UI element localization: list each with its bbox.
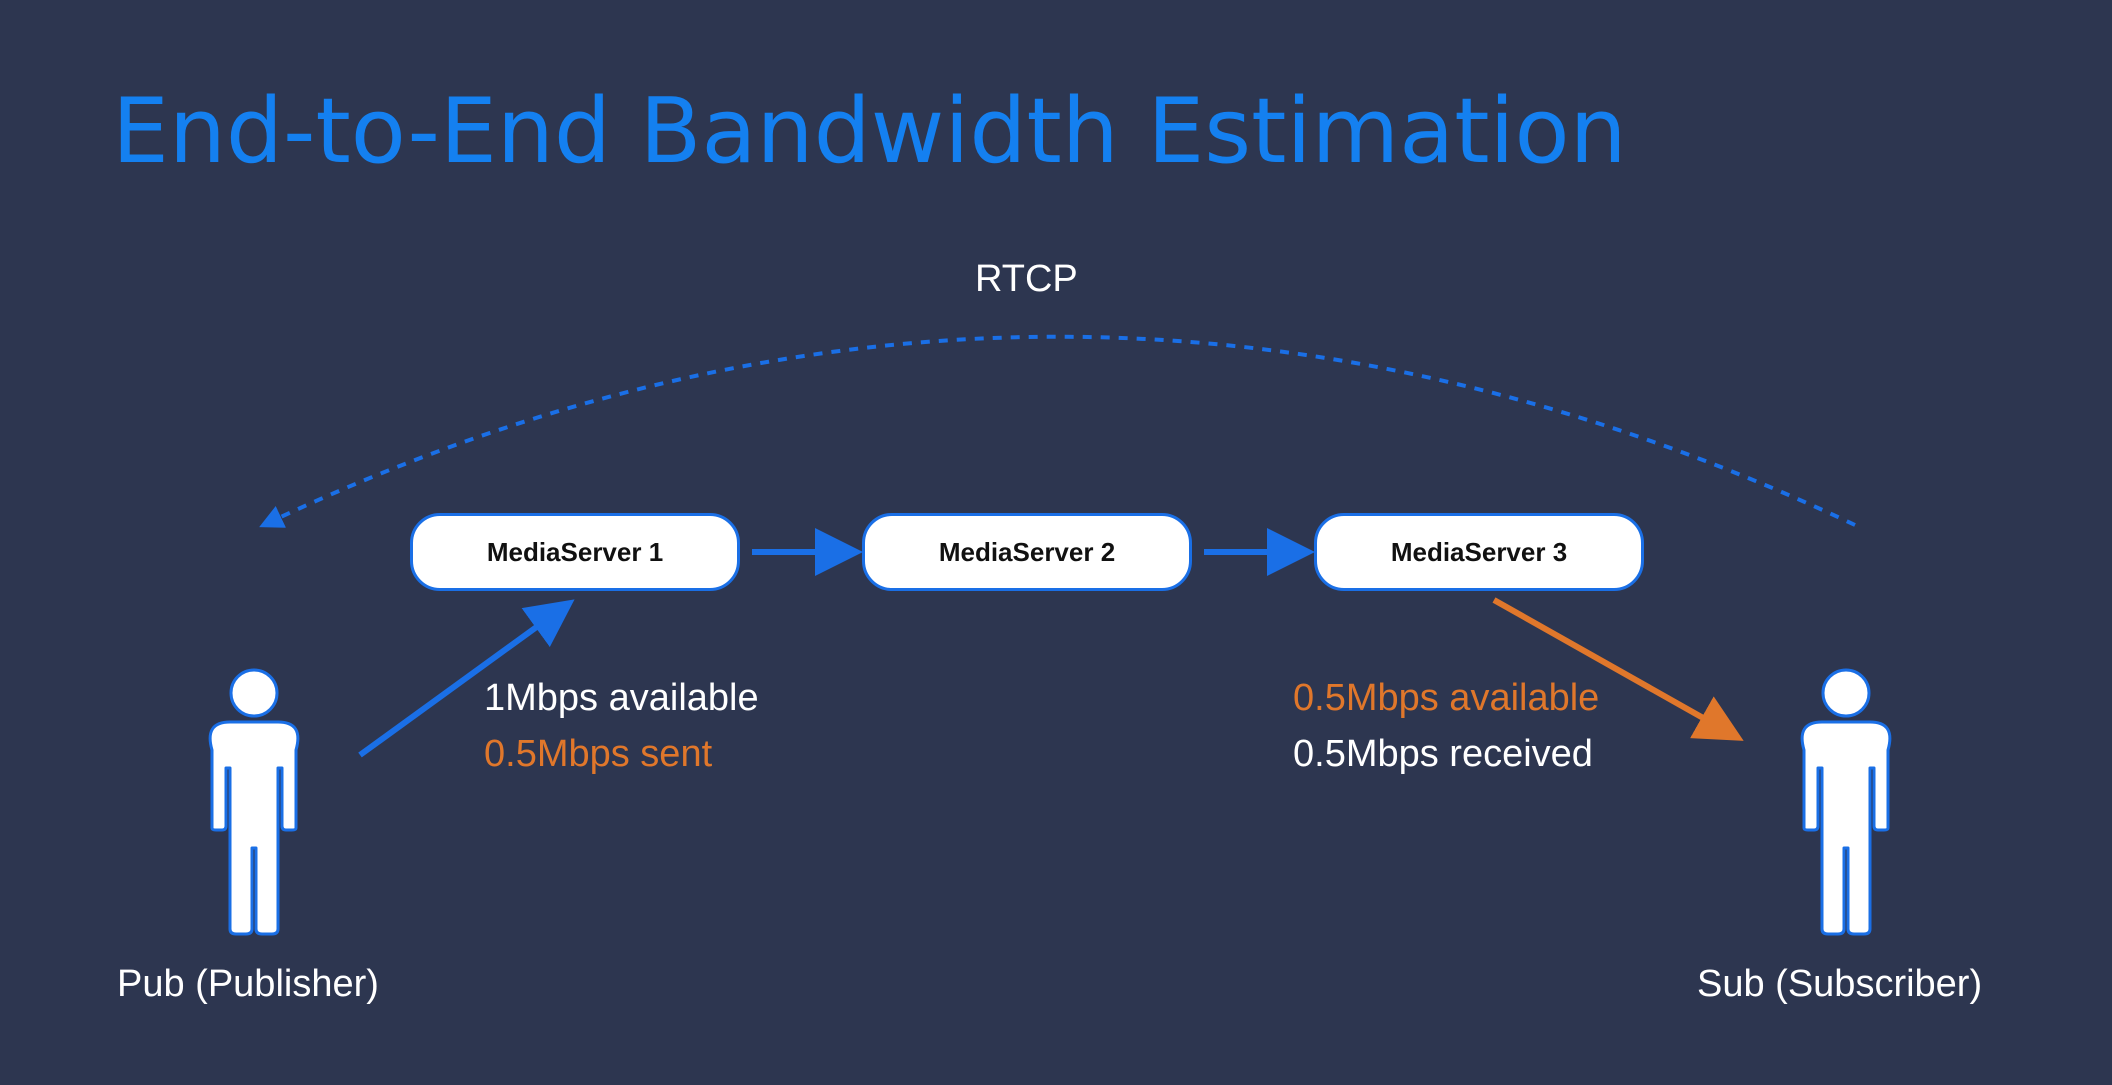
rtcp-label: RTCP bbox=[975, 258, 1078, 300]
mediaserver-2-box: MediaServer 2 bbox=[862, 513, 1192, 591]
arrow-publisher-to-server1 bbox=[358, 599, 575, 758]
mediaserver-1-box: MediaServer 1 bbox=[410, 513, 740, 591]
publisher-available-text: 1Mbps available bbox=[484, 677, 759, 719]
mediaserver-1-label: MediaServer 1 bbox=[486, 536, 664, 567]
slide-title: End-to-End Bandwidth Estimation bbox=[112, 79, 1627, 184]
mediaserver-3-box: MediaServer 3 bbox=[1314, 513, 1644, 591]
subscriber-person-icon bbox=[1800, 668, 1892, 936]
rtcp-dotted-arc bbox=[259, 334, 1856, 528]
subscriber-received-text: 0.5Mbps received bbox=[1293, 733, 1593, 775]
mediaserver-2-label: MediaServer 2 bbox=[938, 536, 1116, 567]
publisher-label: Pub (Publisher) bbox=[117, 963, 379, 1005]
arrow-server3-to-subscriber bbox=[1492, 597, 1744, 741]
publisher-person-icon bbox=[208, 668, 300, 936]
mediaserver-3-label: MediaServer 3 bbox=[1390, 536, 1568, 567]
publisher-sent-text: 0.5Mbps sent bbox=[484, 733, 713, 775]
subscriber-available-text: 0.5Mbps available bbox=[1293, 677, 1600, 719]
subscriber-label: Sub (Subscriber) bbox=[1697, 963, 1983, 1005]
